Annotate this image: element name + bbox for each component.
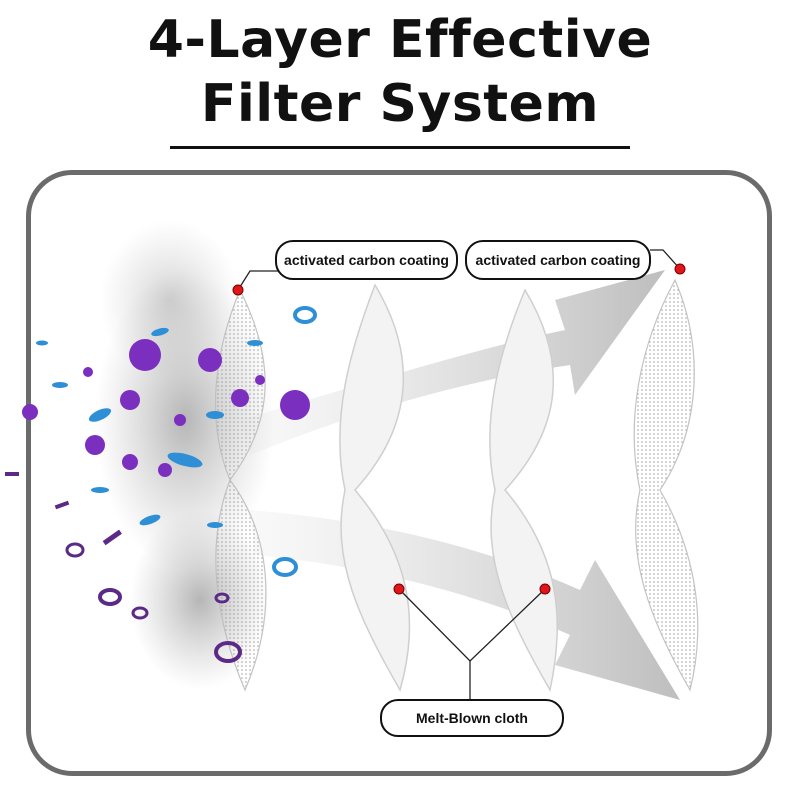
title-line-2: Filter System bbox=[200, 74, 600, 134]
leader-carbon-2 bbox=[650, 249, 681, 270]
label-activated-carbon-1: activated carbon coating bbox=[275, 240, 458, 280]
label-activated-carbon-2: activated carbon coating bbox=[465, 240, 651, 280]
airflow-arrow-bottom bbox=[250, 510, 680, 700]
leader-carbon-1 bbox=[237, 270, 278, 291]
filter-layer-4 bbox=[633, 278, 699, 692]
label-melt-blown-cloth: Melt-Blown cloth bbox=[380, 699, 564, 737]
title-underline bbox=[170, 146, 630, 149]
pollutant-particles bbox=[5, 306, 317, 663]
airflow-arrow-top bbox=[240, 270, 665, 455]
marker-dots bbox=[232, 263, 686, 595]
filter-layer-1 bbox=[214, 288, 267, 692]
title: 4-Layer Effective Filter System bbox=[0, 8, 800, 136]
filter-layer-2 bbox=[339, 283, 411, 692]
title-line-1: 4-Layer Effective bbox=[147, 10, 653, 70]
